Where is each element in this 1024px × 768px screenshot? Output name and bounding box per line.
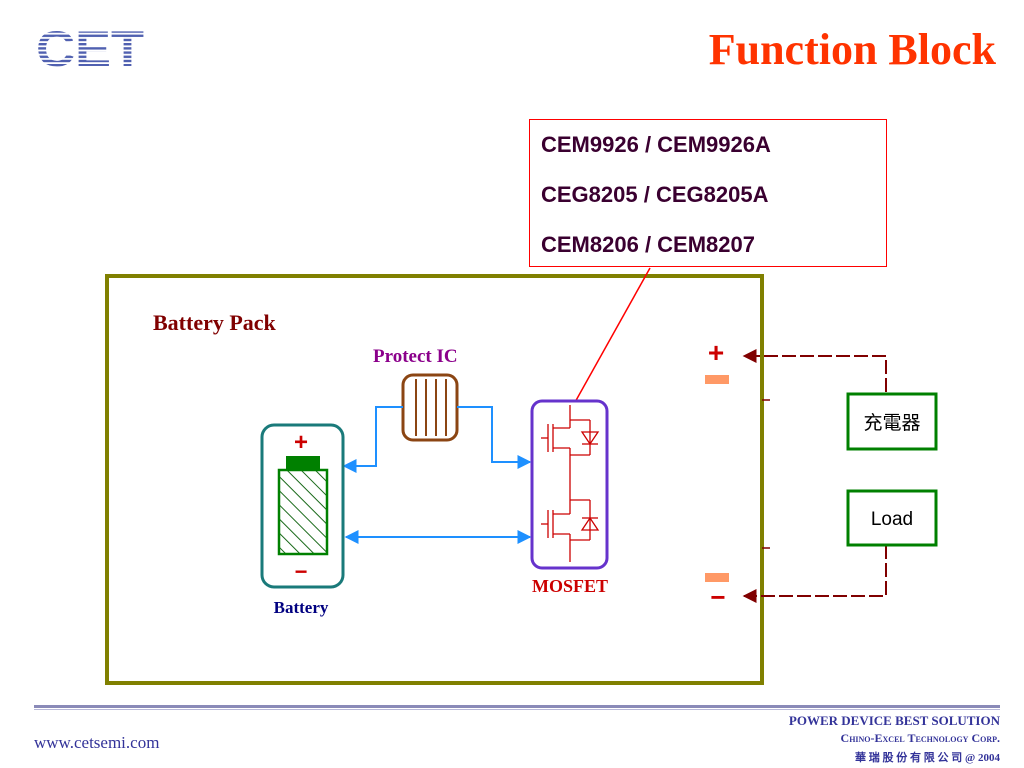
callout-line (573, 267, 651, 405)
footer-divider-thin (34, 709, 1000, 710)
wire-ic-to-battery (342, 406, 403, 473)
wire-plus-terminal (742, 349, 887, 392)
footer-company: Chino-Excel Technology Corp. (840, 731, 1000, 745)
load-label: Load (871, 509, 913, 530)
wire-minus-terminal (742, 545, 887, 603)
protect-ic-label: Protect IC (373, 346, 458, 367)
load-box (846, 489, 938, 547)
footer-chinese-name: 華 瑞 股 份 有 限 公 司 @ 2004 (855, 752, 1000, 764)
part-number-3: CEM8206 / CEM8207 (541, 232, 755, 257)
website-link[interactable]: www.cetsemi.com (34, 733, 160, 752)
battery-pack-frame (105, 274, 764, 685)
part-number-2: CEG8205 / CEG8205A (541, 182, 769, 207)
mosfet-label: MOSFET (532, 576, 608, 596)
terminal-plus-sign: + (708, 337, 724, 368)
footer-tagline: POWER DEVICE BEST SOLUTION (788, 713, 1000, 728)
battery-label: Battery (274, 598, 329, 617)
page-title: Function Block (708, 25, 996, 74)
battery-minus-sign: − (295, 559, 308, 584)
logo-text: CET (36, 22, 144, 72)
battery-pack-label: Battery Pack (153, 310, 277, 335)
terminal-minus-sign: − (710, 582, 725, 612)
part-number-1: CEM9926 / CEM9926A (541, 132, 771, 157)
terminal-minus-bar (705, 573, 729, 582)
terminal-plus-bar (705, 375, 729, 384)
footer-divider (34, 705, 1000, 708)
charger-label: 充電器 (863, 412, 920, 434)
cet-logo: CET (36, 22, 144, 72)
mosfet-symbol (530, 399, 609, 570)
battery-plus-sign: + (294, 429, 308, 456)
wire-ic-to-mosfet (457, 406, 532, 469)
charger-box (846, 392, 938, 451)
part-number-box: CEM9926 / CEM9926A CEG8205 / CEG8205A CE… (529, 119, 887, 267)
protect-ic-chip (401, 373, 459, 442)
battery-symbol (260, 423, 345, 589)
